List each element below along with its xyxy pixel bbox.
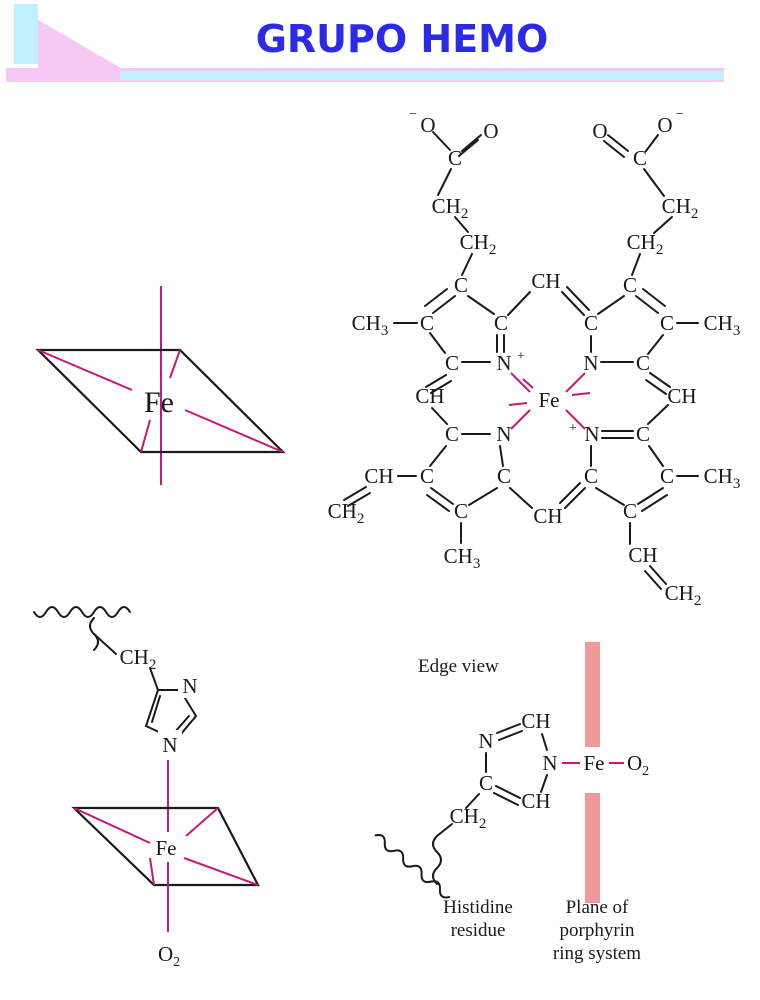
ring-carbon: C — [445, 422, 459, 446]
methylene-label: CH2 — [627, 230, 664, 258]
heme-fe-atom: Fe — [539, 388, 560, 412]
imidazole-n: N — [182, 674, 197, 698]
ring-carbon: C — [420, 311, 434, 335]
porphyrin-plane-bar-top — [585, 642, 600, 747]
edge-view-diagram: Edge view N CH N C CH CH2 Fe O2 Histidin… — [374, 642, 649, 964]
methylene-label: CH2 — [460, 230, 497, 258]
porphyrin-plane-bar-bottom — [585, 793, 600, 903]
ring-carbon: C — [623, 273, 637, 297]
ring-carbon: C — [623, 499, 637, 523]
banner — [6, 4, 724, 82]
histidine-label-line2: residue — [451, 920, 506, 941]
charge-positive: + — [569, 421, 577, 436]
meso-ch: CH — [531, 269, 560, 293]
methylene-label: CH2 — [450, 804, 487, 832]
pyrrole-nitrogen: N — [583, 351, 598, 375]
charge-negative: − — [409, 107, 417, 122]
methylene-label: CH2 — [432, 194, 469, 222]
carboxyl-c: C — [633, 146, 647, 170]
ring-carbon: C — [636, 351, 650, 375]
carboxylate-o-minus: O — [420, 113, 435, 137]
edge-view-title: Edge view — [418, 656, 499, 677]
fe-plane-diagram: Fe — [35, 286, 286, 485]
pyrrole-nitrogen: N — [496, 422, 511, 446]
o2-molecule: O2 — [627, 751, 649, 779]
vinyl-ch: CH — [364, 464, 393, 488]
imidazole-n: N — [542, 751, 557, 775]
carboxylate-o-minus: O — [657, 113, 672, 137]
fe-bond-line — [169, 349, 181, 379]
ring-carbon: C — [584, 464, 598, 488]
fe-bond-line — [37, 349, 133, 391]
ring-carbon: C — [420, 464, 434, 488]
plane-label-line3: ring system — [553, 943, 641, 964]
charge-negative: − — [676, 107, 684, 122]
methyl-label: CH3 — [444, 544, 481, 572]
o2-molecule: O2 — [158, 942, 180, 970]
banner-cyan-bar — [120, 71, 724, 80]
ring-carbon: C — [584, 311, 598, 335]
protein-backbone-squiggle — [374, 833, 451, 899]
fe-atom-label: Fe — [156, 836, 177, 860]
imidazole-ch: CH — [521, 709, 550, 733]
histidine-label-line1: Histidine — [443, 897, 513, 918]
imidazole-ring — [144, 689, 198, 742]
meso-ch: CH — [667, 384, 696, 408]
plane-label-line2: porphyrin — [560, 920, 635, 941]
ring-carbon: C — [497, 464, 511, 488]
edge-fe-atom: Fe — [584, 751, 605, 775]
fe-bond-line — [184, 409, 284, 453]
plane-label-line1: Plane of — [566, 897, 629, 918]
protein-backbone-squiggle — [33, 606, 131, 618]
carbonyl-o: O — [483, 119, 498, 143]
imidazole-c: C — [479, 771, 493, 795]
pyrrole-nitrogen: N — [584, 422, 599, 446]
side-chain-squiggle — [432, 835, 442, 885]
heme-structure: O − O C CH2 CH2 O O − C CH2 CH2 C C C N … — [328, 107, 741, 609]
histidine-fe-o2-diagram: CH2 N N Fe O2 — [33, 606, 260, 970]
ring-carbon: C — [660, 464, 674, 488]
banner-cyan-block — [14, 4, 38, 64]
fe-atom-label: Fe — [144, 386, 174, 419]
page-title: GRUPO HEMO — [256, 17, 549, 61]
imidazole-n: N — [478, 729, 493, 753]
methyl-label: CH3 — [704, 311, 741, 339]
ring-carbon: C — [454, 499, 468, 523]
imidazole-ch: CH — [521, 789, 550, 813]
carbonyl-o: O — [592, 119, 607, 143]
fe-bond-line — [140, 419, 151, 453]
meso-ch: CH — [533, 504, 562, 528]
carboxyl-c: C — [448, 146, 462, 170]
charge-positive: + — [517, 349, 525, 364]
vinyl-ch2: CH2 — [328, 499, 365, 527]
imidazole-n: N — [162, 733, 177, 757]
vinyl-ch: CH — [628, 543, 657, 567]
ring-carbon: C — [494, 311, 508, 335]
methylene-label: CH2 — [662, 194, 699, 222]
banner-pink-triangle — [38, 20, 128, 72]
pyrrole-nitrogen: N — [496, 351, 511, 375]
ring-carbon: C — [636, 422, 650, 446]
ring-carbon: C — [445, 351, 459, 375]
methyl-label: CH3 — [704, 464, 741, 492]
ring-carbon: C — [660, 311, 674, 335]
vinyl-ch2: CH2 — [665, 581, 702, 609]
ring-carbon: C — [454, 273, 468, 297]
methyl-label: CH3 — [352, 311, 389, 339]
methylene-label: CH2 — [120, 645, 157, 673]
